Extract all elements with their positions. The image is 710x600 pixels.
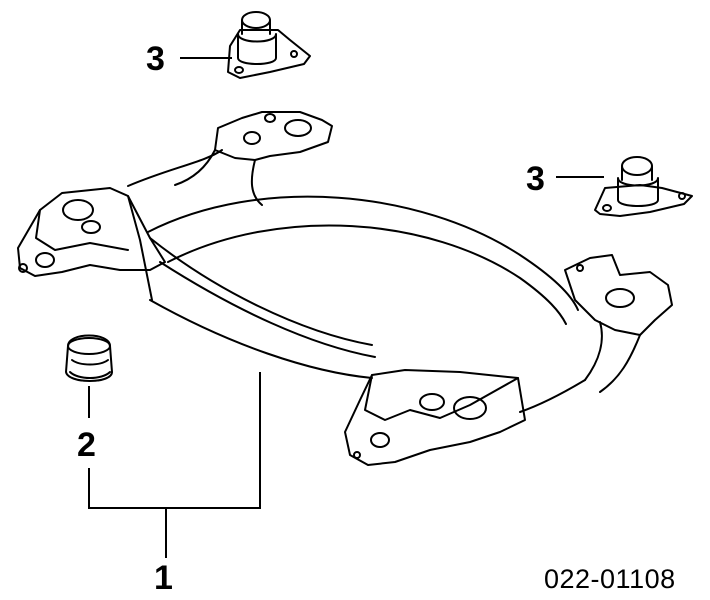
lower-bushing <box>65 334 113 382</box>
leader-bracket-frame <box>88 372 261 509</box>
callout-lower-bushing: 2 <box>77 426 96 464</box>
part-number-label: 022-01108 <box>544 564 676 594</box>
upper-mount-left <box>227 11 311 79</box>
leader-lines <box>88 57 604 558</box>
callout-frame: 1 <box>154 559 173 597</box>
callout-upper-mount-right: 3 <box>526 160 545 198</box>
subframe-crossmember <box>17 111 673 466</box>
upper-mount-right <box>594 156 693 217</box>
callout-upper-mount-left: 3 <box>146 40 165 78</box>
